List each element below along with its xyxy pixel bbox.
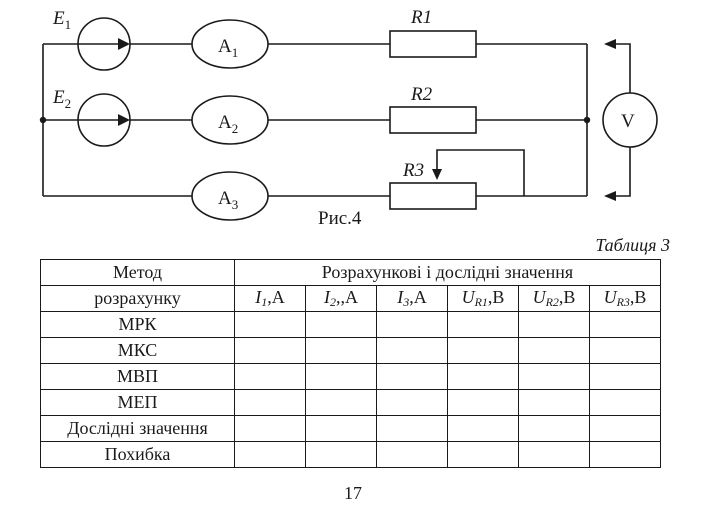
table-cell (589, 337, 661, 364)
table-cell (518, 363, 590, 390)
figure-caption: Рис.4 (318, 208, 362, 229)
row-label: Похибка (40, 441, 235, 468)
table-cell (234, 337, 306, 364)
row-label: МРК (40, 311, 235, 338)
results-table: Метод Розрахункові і дослідні значення р… (40, 259, 661, 468)
table-cell (589, 363, 661, 390)
table-cell (305, 441, 377, 468)
table-row: МЕП (40, 389, 661, 416)
ammeter-a1-label: A1 (218, 36, 238, 60)
table-row: МРК (40, 311, 661, 338)
resistor-r1-label: R1 (410, 7, 432, 28)
values-header: Розрахункові і дослідні значення (234, 259, 661, 286)
table-row: Дослідні значення (40, 415, 661, 442)
ammeter-a1: A1 (191, 19, 269, 69)
table-cell (234, 311, 306, 338)
table-row: МВП (40, 363, 661, 390)
page-number: 17 (344, 483, 362, 503)
column-header-5: UR2,В (518, 285, 590, 312)
ammeter-a3-label: A3 (218, 188, 238, 212)
table-cell (234, 441, 306, 468)
voltmeter-label: V (621, 111, 635, 132)
table-cell (305, 363, 377, 390)
table-cell (518, 311, 590, 338)
ammeter-a2-label: A2 (218, 112, 238, 136)
row-label: МКС (40, 337, 235, 364)
ammeter-a3: A3 (191, 171, 269, 221)
circuit-diagram: E1 E2 A1 A2 A3 R1 R2 R3 V (39, 7, 658, 221)
table-cell (376, 389, 448, 416)
table-cell (589, 389, 661, 416)
method-header-line1: Метод (40, 259, 235, 286)
table-cell (234, 363, 306, 390)
method-header-line2: розрахунку (40, 285, 235, 312)
table-cell (447, 311, 519, 338)
table-cell (447, 441, 519, 468)
source-e2: E2 (52, 87, 131, 147)
table-cell (234, 415, 306, 442)
table-cell (518, 337, 590, 364)
table-caption: Таблиця 3 (595, 235, 670, 255)
row-label: Дослідні значення (40, 415, 235, 442)
table-cell (447, 337, 519, 364)
source-e2-label: E2 (52, 87, 71, 111)
table-cell (589, 441, 661, 468)
table-cell (376, 441, 448, 468)
table-cell (447, 415, 519, 442)
voltmeter: V (602, 92, 658, 148)
table-cell (305, 389, 377, 416)
source-e1-label: E1 (52, 8, 71, 32)
table-cell (305, 415, 377, 442)
column-header-4: UR1,В (447, 285, 519, 312)
row-label: МВП (40, 363, 235, 390)
table-cell (376, 337, 448, 364)
source-e1: E1 (52, 8, 131, 71)
table-cell (305, 337, 377, 364)
column-header-2: I2,,А (305, 285, 377, 312)
column-header-3: I3,А (376, 285, 448, 312)
table-row: Похибка (40, 441, 661, 468)
rheostat-r3: R3 (389, 160, 477, 210)
table-row: МКС (40, 337, 661, 364)
table-cell (518, 415, 590, 442)
table-cell (305, 311, 377, 338)
table-cell (589, 311, 661, 338)
column-header-6: UR3,В (589, 285, 661, 312)
table-cell (376, 311, 448, 338)
ammeter-a2: A2 (191, 95, 269, 145)
table-cell (447, 363, 519, 390)
table-cell (376, 363, 448, 390)
table-cell (518, 441, 590, 468)
resistor-r2-label: R2 (410, 84, 433, 105)
row-label: МЕП (40, 389, 235, 416)
table-cell (589, 415, 661, 442)
resistor-r2: R2 (389, 84, 477, 134)
resistor-r1: R1 (389, 7, 477, 58)
table-cell (376, 415, 448, 442)
table-cell (234, 389, 306, 416)
table-cell (447, 389, 519, 416)
resistor-r3-label: R3 (402, 160, 424, 181)
column-header-1: I1,А (234, 285, 306, 312)
table-cell (518, 389, 590, 416)
